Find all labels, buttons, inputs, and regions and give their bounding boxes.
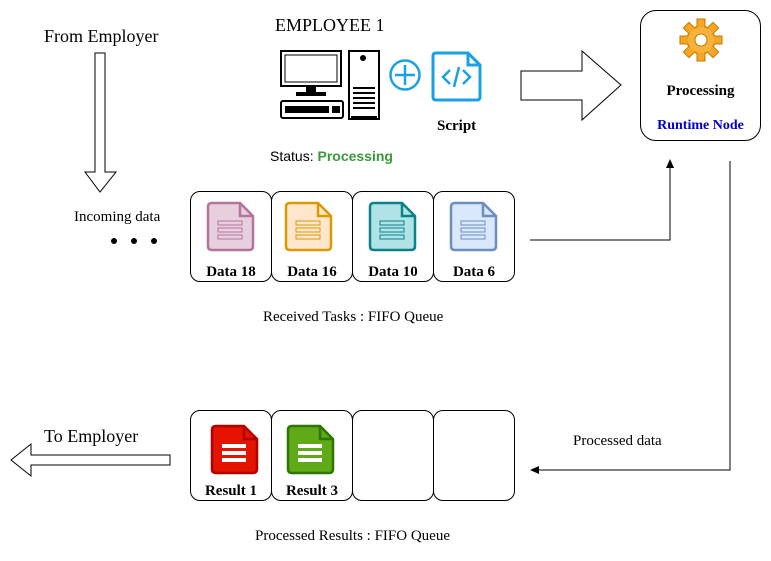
- runtime-node-title: Processing: [666, 83, 735, 99]
- queue-cell-empty: [352, 410, 434, 501]
- status-label: Status:: [270, 148, 314, 164]
- queue-cell: Data 18: [190, 191, 272, 282]
- arrow-to-runtime-icon: [520, 49, 622, 122]
- queue-cell: Data 16: [271, 191, 353, 282]
- computer-icon: [280, 50, 380, 120]
- processed-data-label: Processed data: [573, 433, 662, 449]
- queue-cell-label: Data 16: [287, 264, 337, 280]
- status-line: Status: Processing: [270, 148, 393, 164]
- queue-cell: Data 6: [433, 191, 515, 282]
- to-employer-label: To Employer: [44, 426, 139, 446]
- script-label: Script: [437, 118, 477, 134]
- incoming-data-label: Incoming data: [74, 209, 161, 225]
- queue-cell: Data 10: [352, 191, 434, 282]
- queue-cell: Result 1: [190, 410, 272, 501]
- queue-cell-label: Result 1: [204, 483, 258, 499]
- arrowhead-left-icon: [530, 466, 539, 474]
- document-red-icon: [210, 424, 259, 475]
- document-blue-icon: [449, 201, 498, 252]
- document-teal-icon: [368, 201, 417, 252]
- received-queue-caption: Received Tasks : FIFO Queue: [263, 309, 444, 325]
- queue-cell-empty: [433, 410, 515, 501]
- arrow-down-icon: [84, 52, 118, 193]
- results-queue-caption: Processed Results : FIFO Queue: [255, 528, 450, 544]
- connector-node-to-results: [536, 161, 731, 471]
- ellipsis-icon: [111, 238, 157, 244]
- status-value: Processing: [317, 148, 393, 164]
- script-icon: [431, 51, 482, 102]
- arrowhead-up-icon: [666, 159, 674, 168]
- document-green-icon: [286, 424, 335, 475]
- from-employer-label: From Employer: [44, 26, 159, 46]
- queue-cell-label: Result 3: [285, 483, 339, 499]
- runtime-node: Processing Runtime Node: [640, 10, 761, 141]
- connector-queue-to-node: [530, 163, 671, 241]
- gear-icon: [679, 18, 723, 62]
- queue-cell-label: Data 6: [452, 264, 496, 280]
- employee-title: EMPLOYEE 1: [275, 15, 385, 35]
- queue-cell: Result 3: [271, 410, 353, 501]
- queue-cell-label: Data 10: [368, 264, 418, 280]
- arrow-left-icon: [10, 442, 171, 478]
- document-orange-icon: [284, 201, 333, 252]
- document-pink-icon: [206, 201, 255, 252]
- plus-icon: [389, 59, 421, 91]
- runtime-node-subtitle: Runtime Node: [657, 118, 744, 133]
- queue-cell-label: Data 18: [206, 264, 256, 280]
